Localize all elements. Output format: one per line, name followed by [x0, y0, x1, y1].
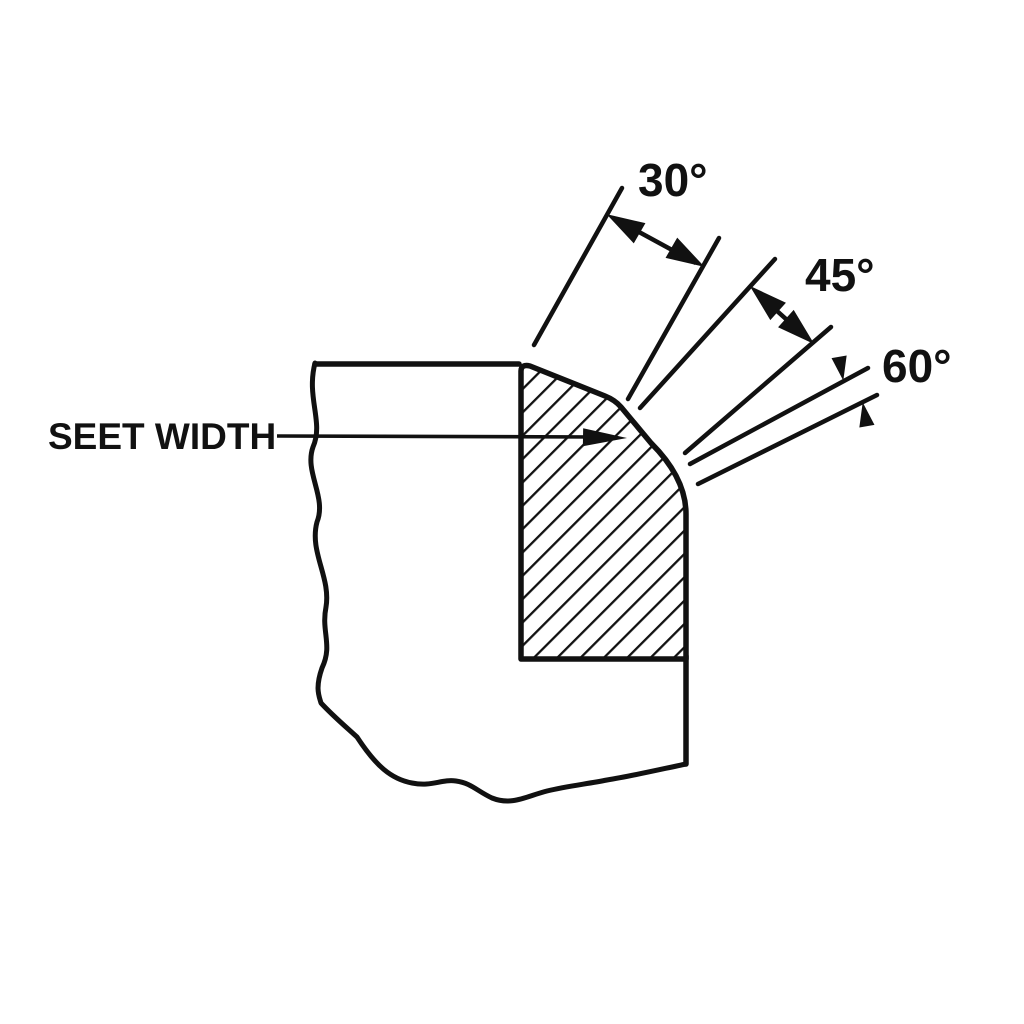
arrow-30-head-right — [665, 237, 705, 267]
arrow-30-head-left — [606, 214, 646, 244]
leader-arrowhead — [582, 428, 627, 447]
ext-line-45-right — [682, 324, 834, 456]
seat-width-label: SEET WIDTH — [48, 416, 276, 457]
ext-line-60-lower — [695, 392, 880, 487]
angle-label-30: 30° — [638, 154, 708, 206]
arrow-45-head-right — [778, 309, 815, 345]
seat-width-leader — [276, 428, 627, 447]
break-line-wavy — [308, 360, 689, 804]
arrow-45-head-left — [749, 285, 786, 321]
body-outline — [308, 360, 689, 804]
arrow-60-tick-lower — [859, 402, 875, 428]
ext-line-45-left — [637, 256, 778, 411]
extension-lines — [531, 185, 880, 487]
angle-label-60: 60° — [882, 340, 952, 392]
leader-shaft — [276, 434, 599, 439]
ext-line-30-left — [531, 185, 625, 348]
ext-line-30-right — [625, 235, 722, 402]
ext-line-60-upper — [687, 365, 871, 467]
arrow-60-tick-upper — [831, 355, 847, 381]
angle-label-45: 45° — [805, 249, 875, 301]
seat-insert-section — [518, 362, 689, 662]
dimension-arrows — [606, 214, 875, 428]
